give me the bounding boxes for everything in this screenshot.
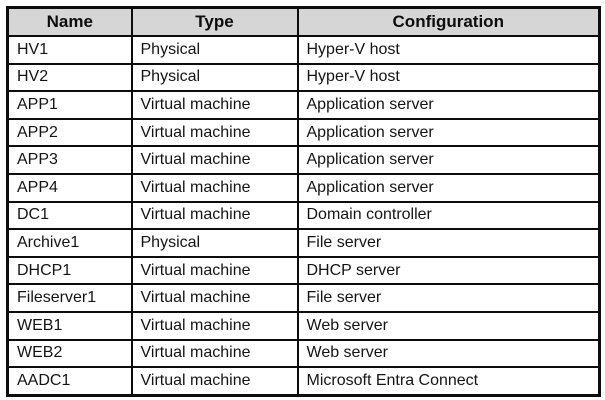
table-cell: Archive1 (6, 228, 133, 258)
table-cell: APP1 (6, 90, 133, 120)
table-cell: Virtual machine (130, 117, 299, 148)
column-header-name: Name (6, 6, 133, 37)
table-cell: DC1 (6, 200, 133, 231)
table-cell: HV2 (6, 62, 133, 93)
table-cell: Domain controller (296, 200, 601, 231)
table-cell: Application server (296, 117, 601, 148)
table-cell: Physical (130, 35, 299, 65)
table-cell: Virtual machine (130, 366, 299, 397)
table-cell: Virtual machine (130, 255, 299, 286)
table-cell: Virtual machine (130, 338, 299, 369)
table-cell: Virtual machine (130, 310, 299, 341)
table-cell: Physical (130, 228, 299, 258)
table-cell: AADC1 (6, 366, 133, 397)
column-header-type: Type (130, 6, 299, 37)
table-cell: DHCP server (296, 255, 601, 286)
column-header-configuration: Configuration (296, 6, 601, 37)
table-cell: DHCP1 (6, 255, 133, 286)
table-cell: Fileserver1 (6, 283, 133, 313)
table-cell: Virtual machine (130, 200, 299, 231)
table-cell: APP2 (6, 117, 133, 148)
table-cell: Application server (296, 90, 601, 120)
table-cell: Application server (296, 172, 601, 203)
table-cell: Web server (296, 310, 601, 341)
table-cell: Web server (296, 338, 601, 369)
table-cell: File server (296, 283, 601, 313)
table-cell: Virtual machine (130, 145, 299, 175)
table-cell: APP4 (6, 172, 133, 203)
table-cell: HV1 (6, 35, 133, 65)
table-cell: File server (296, 228, 601, 258)
table-cell: WEB1 (6, 310, 133, 341)
table-cell: Virtual machine (130, 172, 299, 203)
table-cell: Hyper-V host (296, 62, 601, 93)
table-cell: APP3 (6, 145, 133, 175)
table-cell: Virtual machine (130, 90, 299, 120)
table-cell: WEB2 (6, 338, 133, 369)
table-cell: Application server (296, 145, 601, 175)
table-cell: Hyper-V host (296, 35, 601, 65)
table-cell: Microsoft Entra Connect (296, 366, 601, 397)
table-cell: Physical (130, 62, 299, 93)
table-cell: Virtual machine (130, 283, 299, 313)
